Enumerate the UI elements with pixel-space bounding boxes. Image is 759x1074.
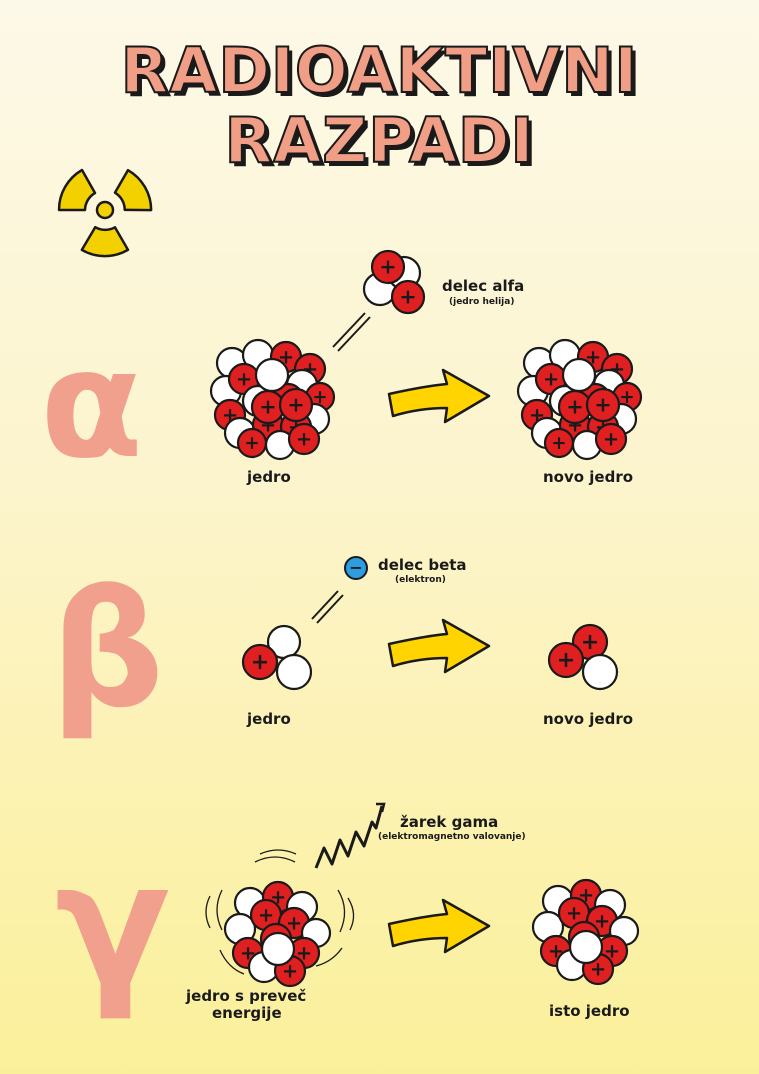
gamma-arrow	[387, 898, 491, 954]
alpha-nucleus-before: +++++++++++++	[209, 338, 336, 461]
gamma-particle-label: žarek gama	[400, 813, 499, 831]
proton: +	[594, 422, 628, 456]
beta-before-label: jedro	[247, 710, 291, 728]
proton: +	[278, 387, 314, 423]
neutron	[568, 929, 604, 965]
gamma-particle-sublabel: (elektromagnetno valovanje)	[378, 832, 526, 842]
proton: +	[585, 387, 621, 423]
svg-text:+: +	[399, 285, 416, 309]
beta-electron: −	[344, 556, 368, 580]
proton: +	[547, 641, 585, 679]
beta-particle-label: delec beta	[378, 556, 467, 574]
svg-text:+: +	[603, 427, 619, 450]
gamma-vibration-lines	[205, 849, 355, 975]
svg-text:+: +	[287, 393, 304, 417]
alpha-particle: ++	[362, 249, 426, 315]
svg-text:+: +	[581, 629, 600, 655]
svg-text:+: +	[594, 393, 611, 417]
beta-after-label: novo jedro	[543, 710, 634, 728]
svg-text:+: +	[619, 387, 634, 408]
beta-nucleus-after: ++	[547, 623, 619, 691]
svg-text:+: +	[551, 433, 566, 454]
alpha-particle-label: delec alfa	[442, 277, 525, 295]
svg-text:+: +	[594, 909, 610, 932]
neutron	[561, 357, 597, 393]
svg-text:+: +	[244, 433, 259, 454]
gamma-after-label: isto jedro	[549, 1002, 630, 1020]
gamma-wave-icon	[314, 802, 386, 869]
proton: +	[241, 643, 279, 681]
title-line-2: RAZPADI	[224, 104, 535, 177]
gamma-before-label-line-1: jedro s preveč	[186, 987, 307, 1005]
neutron	[260, 931, 296, 967]
neutron	[581, 653, 619, 691]
neutron	[254, 357, 290, 393]
svg-text:+: +	[590, 957, 606, 980]
beta-emission-trail	[311, 590, 344, 624]
svg-text:+: +	[286, 911, 302, 934]
svg-text:+: +	[566, 395, 583, 419]
proton: +	[236, 427, 268, 459]
neutron	[275, 653, 313, 691]
proton: +	[370, 249, 406, 285]
alpha-before-label: jedro	[247, 468, 291, 486]
svg-text:+: +	[557, 647, 576, 673]
proton: +	[287, 422, 321, 456]
beta-nucleus-before: +	[241, 624, 313, 691]
proton: +	[543, 427, 575, 459]
svg-text:+: +	[312, 387, 327, 408]
radiation-trefoil-icon	[57, 168, 153, 258]
alpha-emission-trail	[332, 312, 371, 352]
svg-text:+: +	[566, 901, 582, 924]
gamma-symbol: γ	[55, 826, 171, 1024]
svg-text:+: +	[543, 367, 559, 390]
svg-text:−: −	[349, 558, 362, 577]
gamma-nucleus-after: +++++++	[531, 878, 640, 986]
beta-symbol: β	[50, 556, 165, 743]
title-line-1: RADIOAKTIVNI	[120, 34, 639, 107]
gamma-before-label-line-2: energije	[212, 1004, 282, 1022]
svg-text:+: +	[379, 255, 396, 279]
beta-arrow	[387, 618, 491, 674]
alpha-particle-sublabel: (jedro helija)	[449, 297, 515, 307]
alpha-arrow	[387, 368, 491, 424]
proton: +	[249, 898, 283, 932]
svg-text:+: +	[259, 395, 276, 419]
svg-text:+: +	[282, 959, 298, 982]
alpha-after-label: novo jedro	[543, 468, 634, 486]
gamma-nucleus-before: +++++++	[223, 880, 332, 988]
alpha-symbol: α	[40, 318, 144, 492]
proton: +	[250, 389, 286, 425]
svg-text:+: +	[296, 427, 312, 450]
proton: +	[571, 623, 609, 661]
proton: +	[557, 896, 591, 930]
svg-text:+: +	[236, 367, 252, 390]
svg-text:+: +	[251, 649, 270, 675]
proton: +	[390, 279, 426, 315]
alpha-nucleus-after: +++++++++++++	[516, 338, 643, 461]
beta-particle-sublabel: (elektron)	[395, 575, 446, 585]
svg-text:+: +	[258, 903, 274, 926]
